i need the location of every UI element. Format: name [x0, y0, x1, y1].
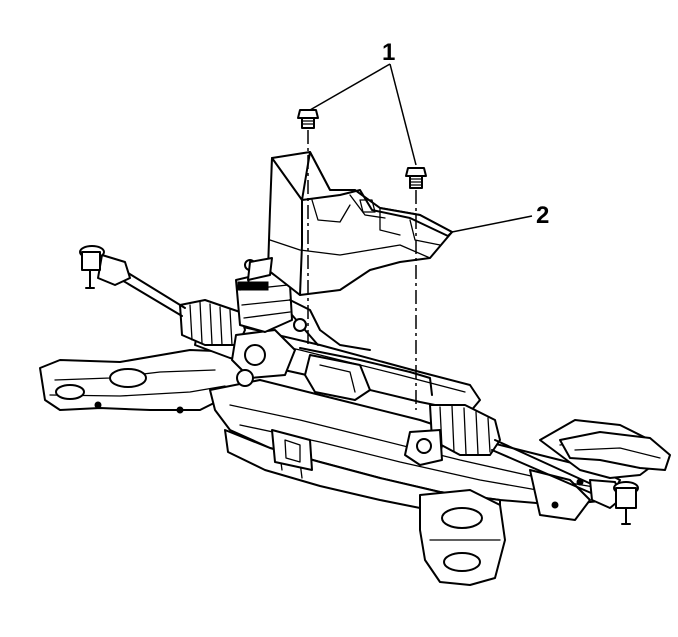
left-bolt: [297, 109, 319, 129]
callout-2-label: 2: [536, 202, 549, 229]
callout-2: 2: [451, 202, 549, 233]
steering-gear-assembly: [179, 259, 501, 466]
callout-1-label: 1: [382, 39, 395, 66]
left-tie-rod: [79, 245, 186, 317]
callout-1: 1: [309, 39, 417, 166]
right-bolt: [405, 167, 427, 189]
heat-shield: [247, 151, 453, 296]
right-tie-rod: [491, 439, 639, 525]
